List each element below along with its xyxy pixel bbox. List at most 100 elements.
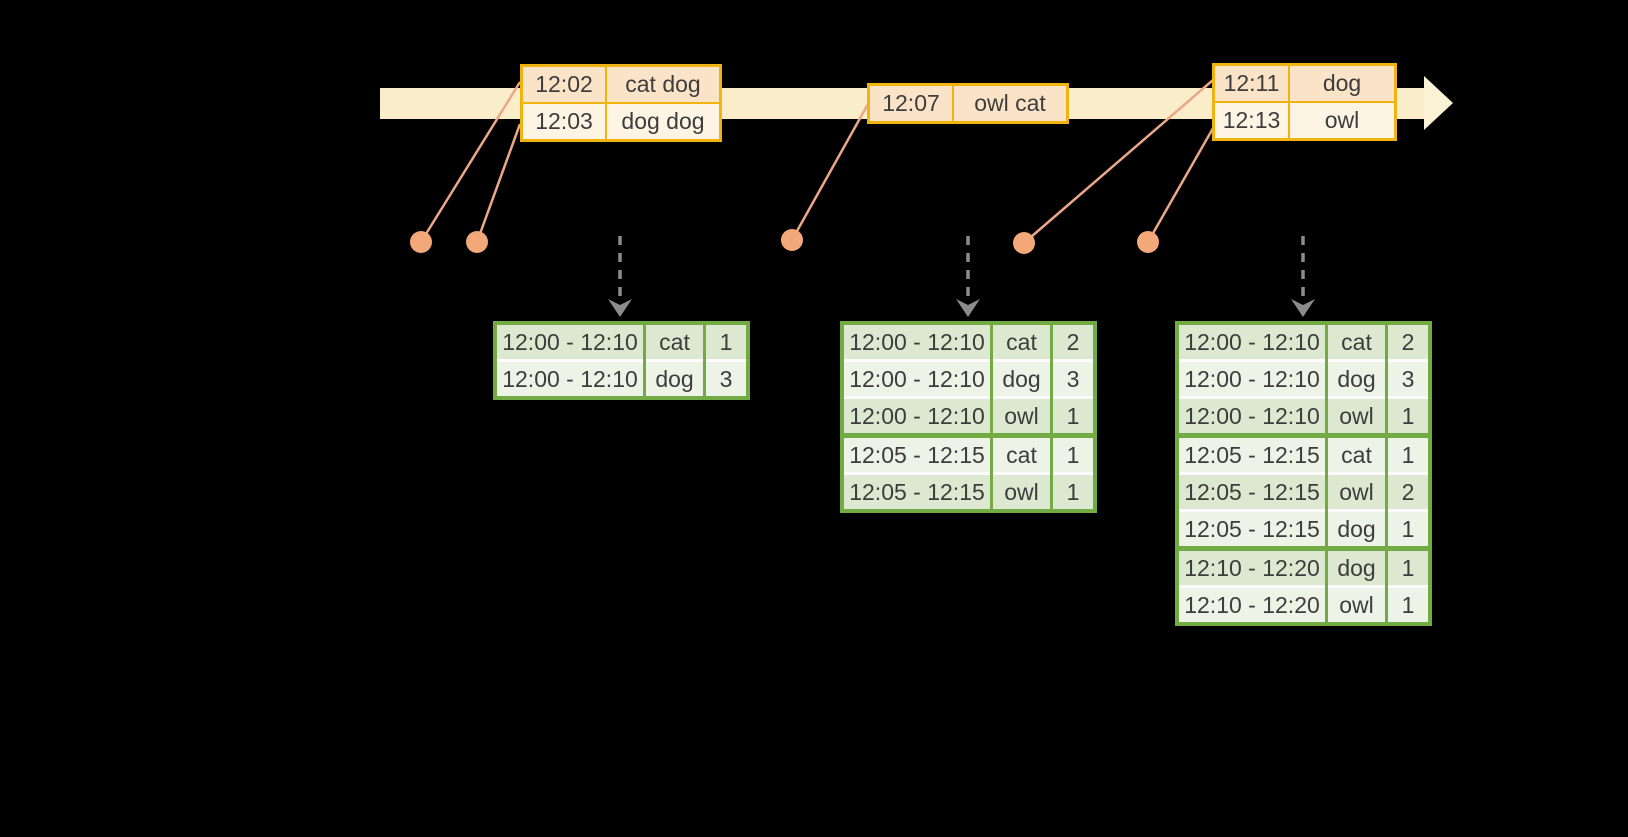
- row-separator-segment: [844, 396, 990, 399]
- row-separator: [1179, 396, 1428, 399]
- window-cell: 12:00 - 12:10: [844, 325, 990, 359]
- count-cell: 1: [1388, 399, 1428, 433]
- count-cell: 1: [706, 325, 746, 359]
- event-connector-line: [419, 81, 522, 243]
- count-cell: 2: [1053, 325, 1093, 359]
- key-cell: owl: [1328, 588, 1385, 622]
- event-dot: [1013, 232, 1035, 254]
- count-cell: 1: [1388, 588, 1428, 622]
- count-cell: 1: [1388, 512, 1428, 546]
- key-cell: cat: [646, 325, 703, 359]
- row-separator-segment: [993, 359, 1050, 362]
- key-cell: owl: [1328, 475, 1385, 509]
- key-cell: owl: [993, 475, 1050, 509]
- row-separator: [844, 396, 1093, 399]
- timeline-arrowhead-icon: [1424, 76, 1453, 130]
- row-separator-segment: [706, 359, 746, 362]
- count-cell: 2: [1388, 325, 1428, 359]
- count-cell: 3: [706, 362, 746, 396]
- row-separator-segment: [497, 359, 643, 362]
- row-separator-segment: [1328, 585, 1385, 588]
- row-separator: [1179, 509, 1428, 512]
- row-separator: [844, 472, 1093, 475]
- row-separator-segment: [1053, 472, 1093, 475]
- trigger-arrowhead-icon: [1291, 299, 1315, 317]
- window-cell: 12:05 - 12:15: [1179, 512, 1325, 546]
- row-separator: [497, 359, 746, 362]
- event-time-cell: 12:11: [1215, 66, 1288, 101]
- event-time-cell: 12:02: [523, 67, 605, 102]
- key-cell: owl: [1328, 399, 1385, 433]
- window-cell: 12:05 - 12:15: [844, 438, 990, 472]
- row-separator-segment: [1179, 396, 1325, 399]
- row-separator: [1179, 472, 1428, 475]
- row-separator-segment: [1179, 585, 1325, 588]
- key-cell: cat: [993, 325, 1050, 359]
- event-dot: [781, 229, 803, 251]
- window-cell: 12:00 - 12:10: [497, 325, 643, 359]
- event-words-cell: dog: [1290, 66, 1394, 101]
- event-words-cell: cat dog: [607, 67, 719, 102]
- count-cell: 1: [1388, 438, 1428, 472]
- row-separator-segment: [1328, 359, 1385, 362]
- row-separator: [844, 359, 1093, 362]
- event-connector-line: [475, 123, 522, 243]
- row-separator-segment: [1388, 359, 1428, 362]
- key-cell: dog: [646, 362, 703, 396]
- key-cell: cat: [1328, 325, 1385, 359]
- window-cell: 12:00 - 12:10: [844, 399, 990, 433]
- row-separator-segment: [1179, 359, 1325, 362]
- row-separator-segment: [646, 359, 703, 362]
- window-cell: 12:00 - 12:10: [1179, 325, 1325, 359]
- row-separator-segment: [844, 472, 990, 475]
- key-cell: dog: [993, 362, 1050, 396]
- event-words-cell: owl cat: [954, 86, 1066, 121]
- event-words-cell: owl: [1290, 103, 1394, 138]
- window-cell: 12:05 - 12:15: [1179, 438, 1325, 472]
- row-separator: [1179, 359, 1428, 362]
- trigger-arrowhead-icon: [956, 299, 980, 317]
- event-time-cell: 12:13: [1215, 103, 1288, 138]
- row-separator-segment: [1053, 396, 1093, 399]
- row-separator-segment: [993, 396, 1050, 399]
- count-cell: 1: [1388, 551, 1428, 585]
- row-separator-segment: [1388, 585, 1428, 588]
- window-cell: 12:10 - 12:20: [1179, 588, 1325, 622]
- count-cell: 3: [1053, 362, 1093, 396]
- key-cell: owl: [993, 399, 1050, 433]
- window-cell: 12:00 - 12:10: [1179, 362, 1325, 396]
- row-separator-segment: [993, 472, 1050, 475]
- event-connector-line: [1146, 122, 1218, 243]
- count-cell: 1: [1053, 399, 1093, 433]
- row-separator-segment: [1388, 396, 1428, 399]
- row-separator-segment: [1328, 472, 1385, 475]
- count-cell: 3: [1388, 362, 1428, 396]
- row-separator-segment: [1179, 509, 1325, 512]
- row-separator-segment: [1053, 359, 1093, 362]
- count-cell: 1: [1053, 475, 1093, 509]
- row-separator-segment: [1328, 396, 1385, 399]
- row-separator-segment: [1388, 509, 1428, 512]
- row-separator: [1179, 585, 1428, 588]
- event-connector-line: [790, 103, 870, 241]
